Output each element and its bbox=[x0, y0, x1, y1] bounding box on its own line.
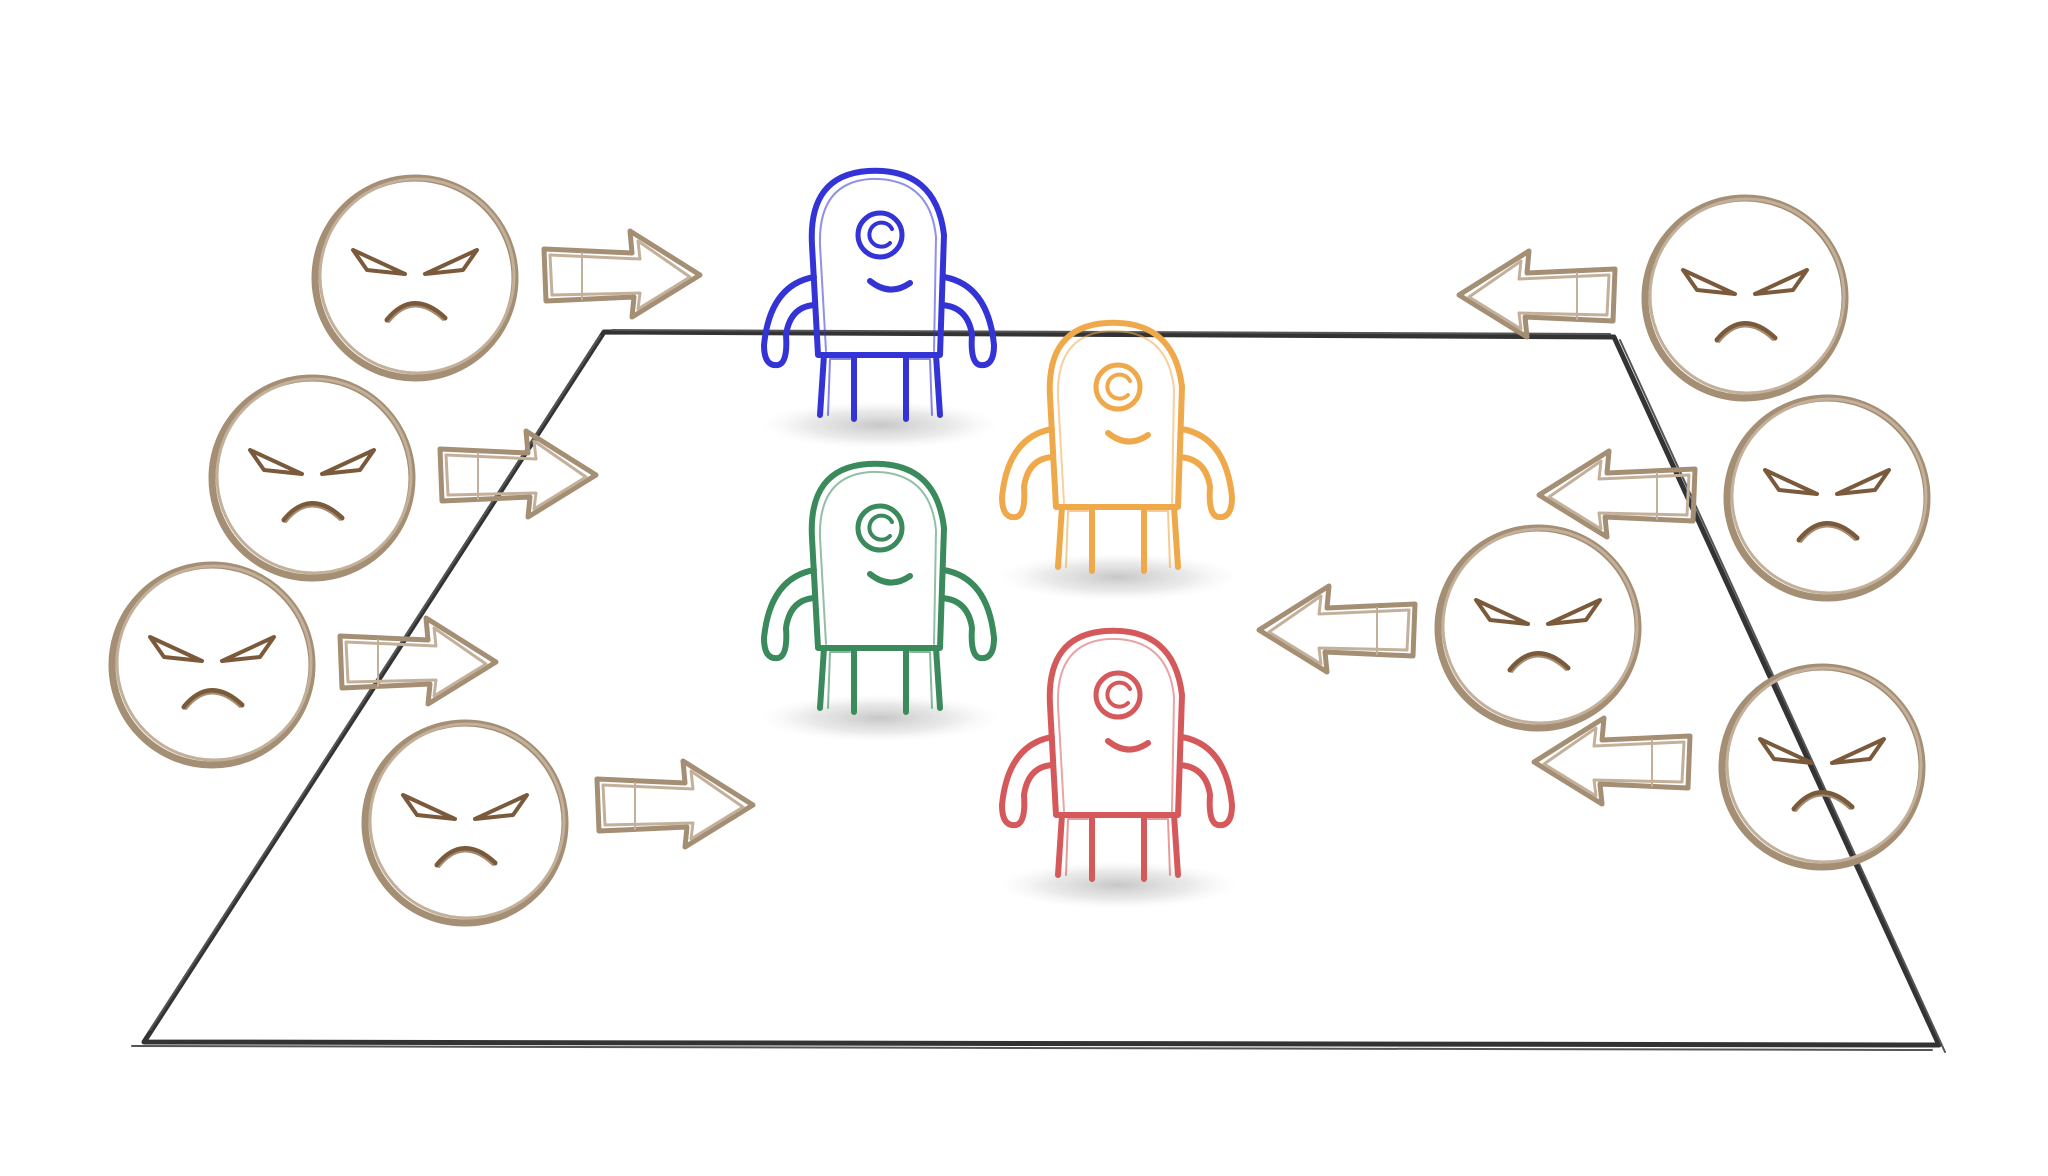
playing-field-board bbox=[131, 329, 1946, 1053]
